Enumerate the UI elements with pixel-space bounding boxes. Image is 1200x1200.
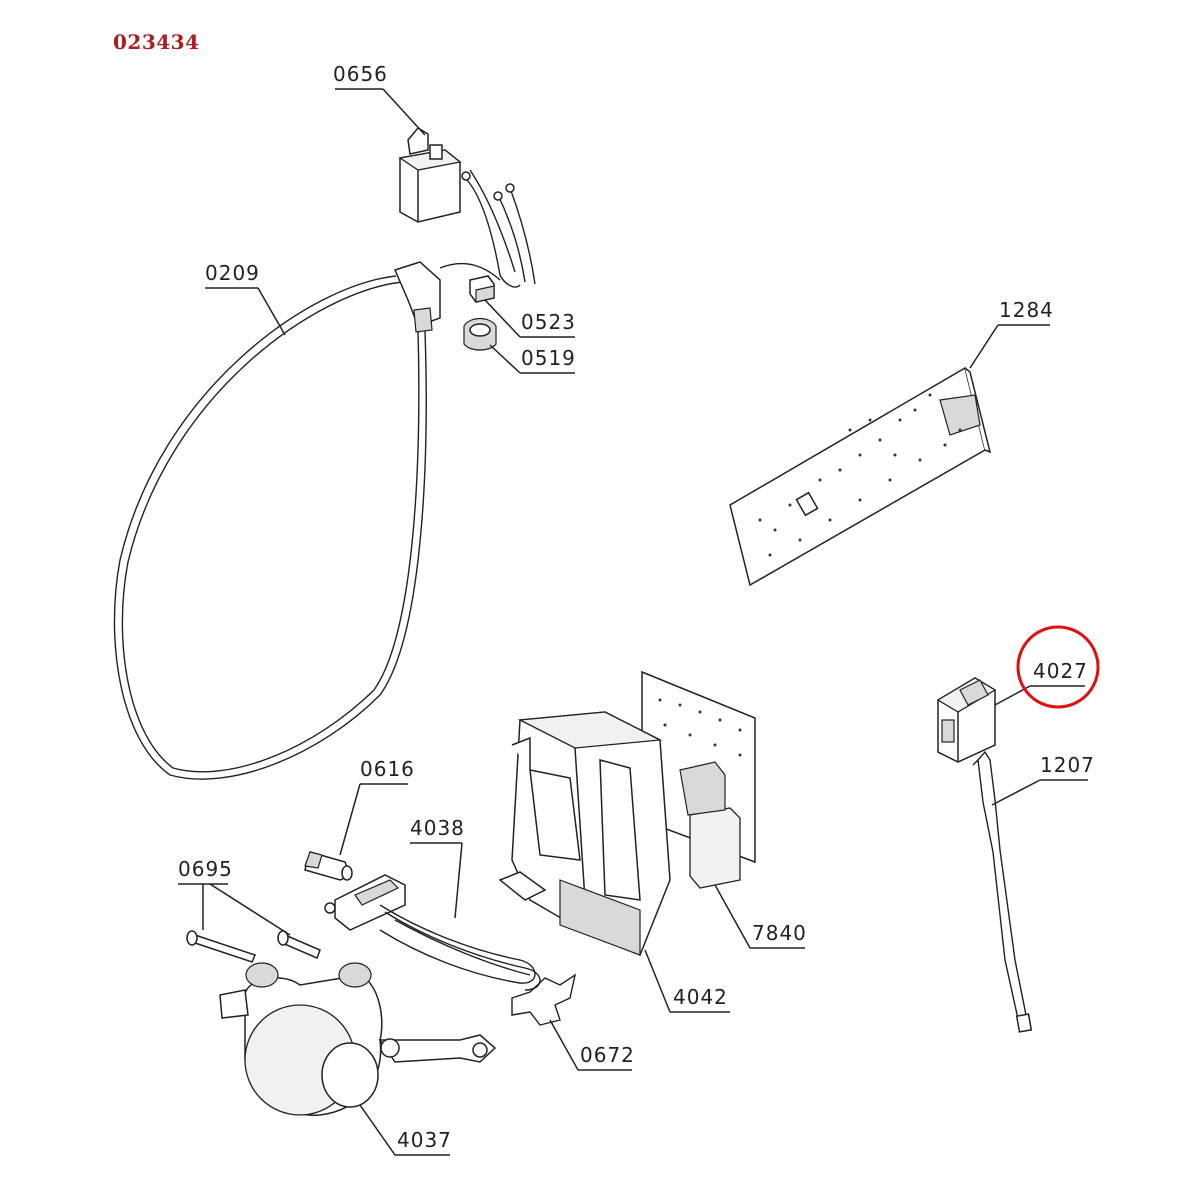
callout-1284[interactable]: 1284 xyxy=(999,298,1054,322)
part-0523-clip[interactable] xyxy=(469,275,495,303)
callout-0616[interactable]: 0616 xyxy=(360,757,415,781)
callout-0209[interactable]: 0209 xyxy=(205,261,260,285)
callout-1207[interactable]: 1207 xyxy=(1040,753,1095,777)
part-1207-rod[interactable] xyxy=(972,750,1033,1033)
highlight-circle xyxy=(1016,625,1100,709)
diagram-id: 023434 xyxy=(113,30,200,54)
callout-4038[interactable]: 4038 xyxy=(410,816,465,840)
leader-lines xyxy=(178,88,1088,1156)
part-4042-frame-module[interactable] xyxy=(498,711,671,956)
callout-7840[interactable]: 7840 xyxy=(752,921,807,945)
callout-0672[interactable]: 0672 xyxy=(580,1043,635,1067)
part-1284-control-board[interactable] xyxy=(729,366,992,587)
callout-0656[interactable]: 0656 xyxy=(333,62,388,86)
callout-0695[interactable]: 0695 xyxy=(178,857,233,881)
part-0616-sensor[interactable] xyxy=(304,851,353,881)
callout-4027[interactable]: 4027 xyxy=(1033,659,1088,683)
part-4027-door-lock[interactable] xyxy=(936,677,997,763)
callout-0523[interactable]: 0523 xyxy=(521,310,576,334)
part-0209-mains-cable[interactable] xyxy=(113,261,501,780)
part-0656-filter[interactable] xyxy=(398,127,536,288)
callout-4037[interactable]: 4037 xyxy=(397,1128,452,1152)
part-4037-drain-pump[interactable] xyxy=(219,962,497,1116)
callout-4042[interactable]: 4042 xyxy=(673,985,728,1009)
part-0695-screws[interactable] xyxy=(186,930,321,963)
part-0519-grommet[interactable] xyxy=(463,317,497,351)
callout-0519[interactable]: 0519 xyxy=(521,346,576,370)
part-0672-clamp[interactable] xyxy=(511,973,577,1026)
